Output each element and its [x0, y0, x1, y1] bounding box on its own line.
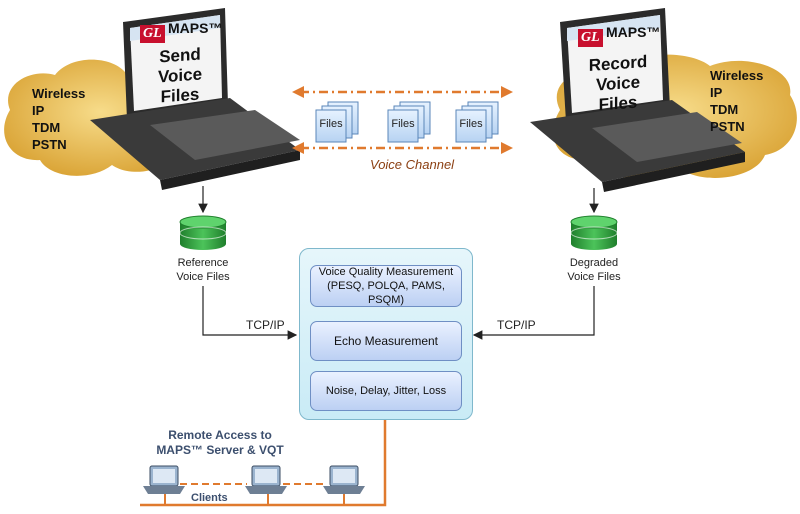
- file-stack: [455, 101, 499, 143]
- client-network-lines: [140, 420, 387, 507]
- tcp-ip-label-right: TCP/IP: [497, 318, 536, 332]
- files-label: Files: [319, 118, 343, 130]
- clients-label: Clients: [191, 492, 228, 504]
- record-voice-files-label: Record Voice Files: [588, 51, 648, 115]
- file-stack: [315, 101, 359, 143]
- network-type-label: TDM: [32, 120, 61, 135]
- voice-channel-label: Voice Channel: [370, 157, 455, 172]
- reference-database-icon: [179, 215, 227, 250]
- network-type-label: PSTN: [32, 137, 67, 152]
- file-stack: [387, 101, 431, 143]
- network-type-label: Wireless: [32, 86, 86, 101]
- gl-logo: GL: [140, 25, 165, 43]
- network-type-label: IP: [32, 103, 45, 118]
- files-label: Files: [459, 118, 483, 130]
- network-type-label: IP: [710, 85, 723, 100]
- right-cloud-labels: Wireless IP TDM PSTN: [710, 67, 763, 135]
- noise-delay-jitter-loss-module: Noise, Delay, Jitter, Loss: [310, 371, 462, 411]
- maps-brand-label: MAPS™: [168, 20, 223, 36]
- echo-measurement-module: Echo Measurement: [310, 321, 462, 361]
- tcp-connector-right: [472, 286, 595, 340]
- laptop-icon: [323, 465, 365, 494]
- tcp-connector-left: [202, 286, 298, 340]
- remote-access-label: Remote Access to MAPS™ Server & VQT: [156, 428, 284, 457]
- maps-brand-label: MAPS™: [606, 24, 661, 40]
- network-type-label: Wireless: [710, 68, 764, 83]
- vqt-server-panel: Voice Quality Measurement (PESQ, POLQA, …: [299, 248, 473, 420]
- degraded-voice-files-caption: Degraded Voice Files: [567, 257, 621, 283]
- gl-logo: GL: [578, 29, 603, 47]
- send-voice-files-label: Send Voice Files: [157, 44, 203, 107]
- laptop-icon: [245, 465, 287, 494]
- network-type-label: PSTN: [710, 119, 745, 134]
- voice-quality-measurement-module: Voice Quality Measurement (PESQ, POLQA, …: [310, 265, 462, 307]
- tcp-ip-label-left: TCP/IP: [246, 318, 285, 332]
- degraded-database-icon: [570, 215, 618, 250]
- laptop-icon: [143, 465, 185, 494]
- reference-voice-files-caption: Reference Voice Files: [176, 257, 230, 283]
- left-cloud-labels: Wireless IP TDM PSTN: [32, 85, 85, 153]
- voice-channel-arrows: [292, 86, 513, 154]
- files-label: Files: [391, 118, 415, 130]
- network-type-label: TDM: [710, 102, 739, 117]
